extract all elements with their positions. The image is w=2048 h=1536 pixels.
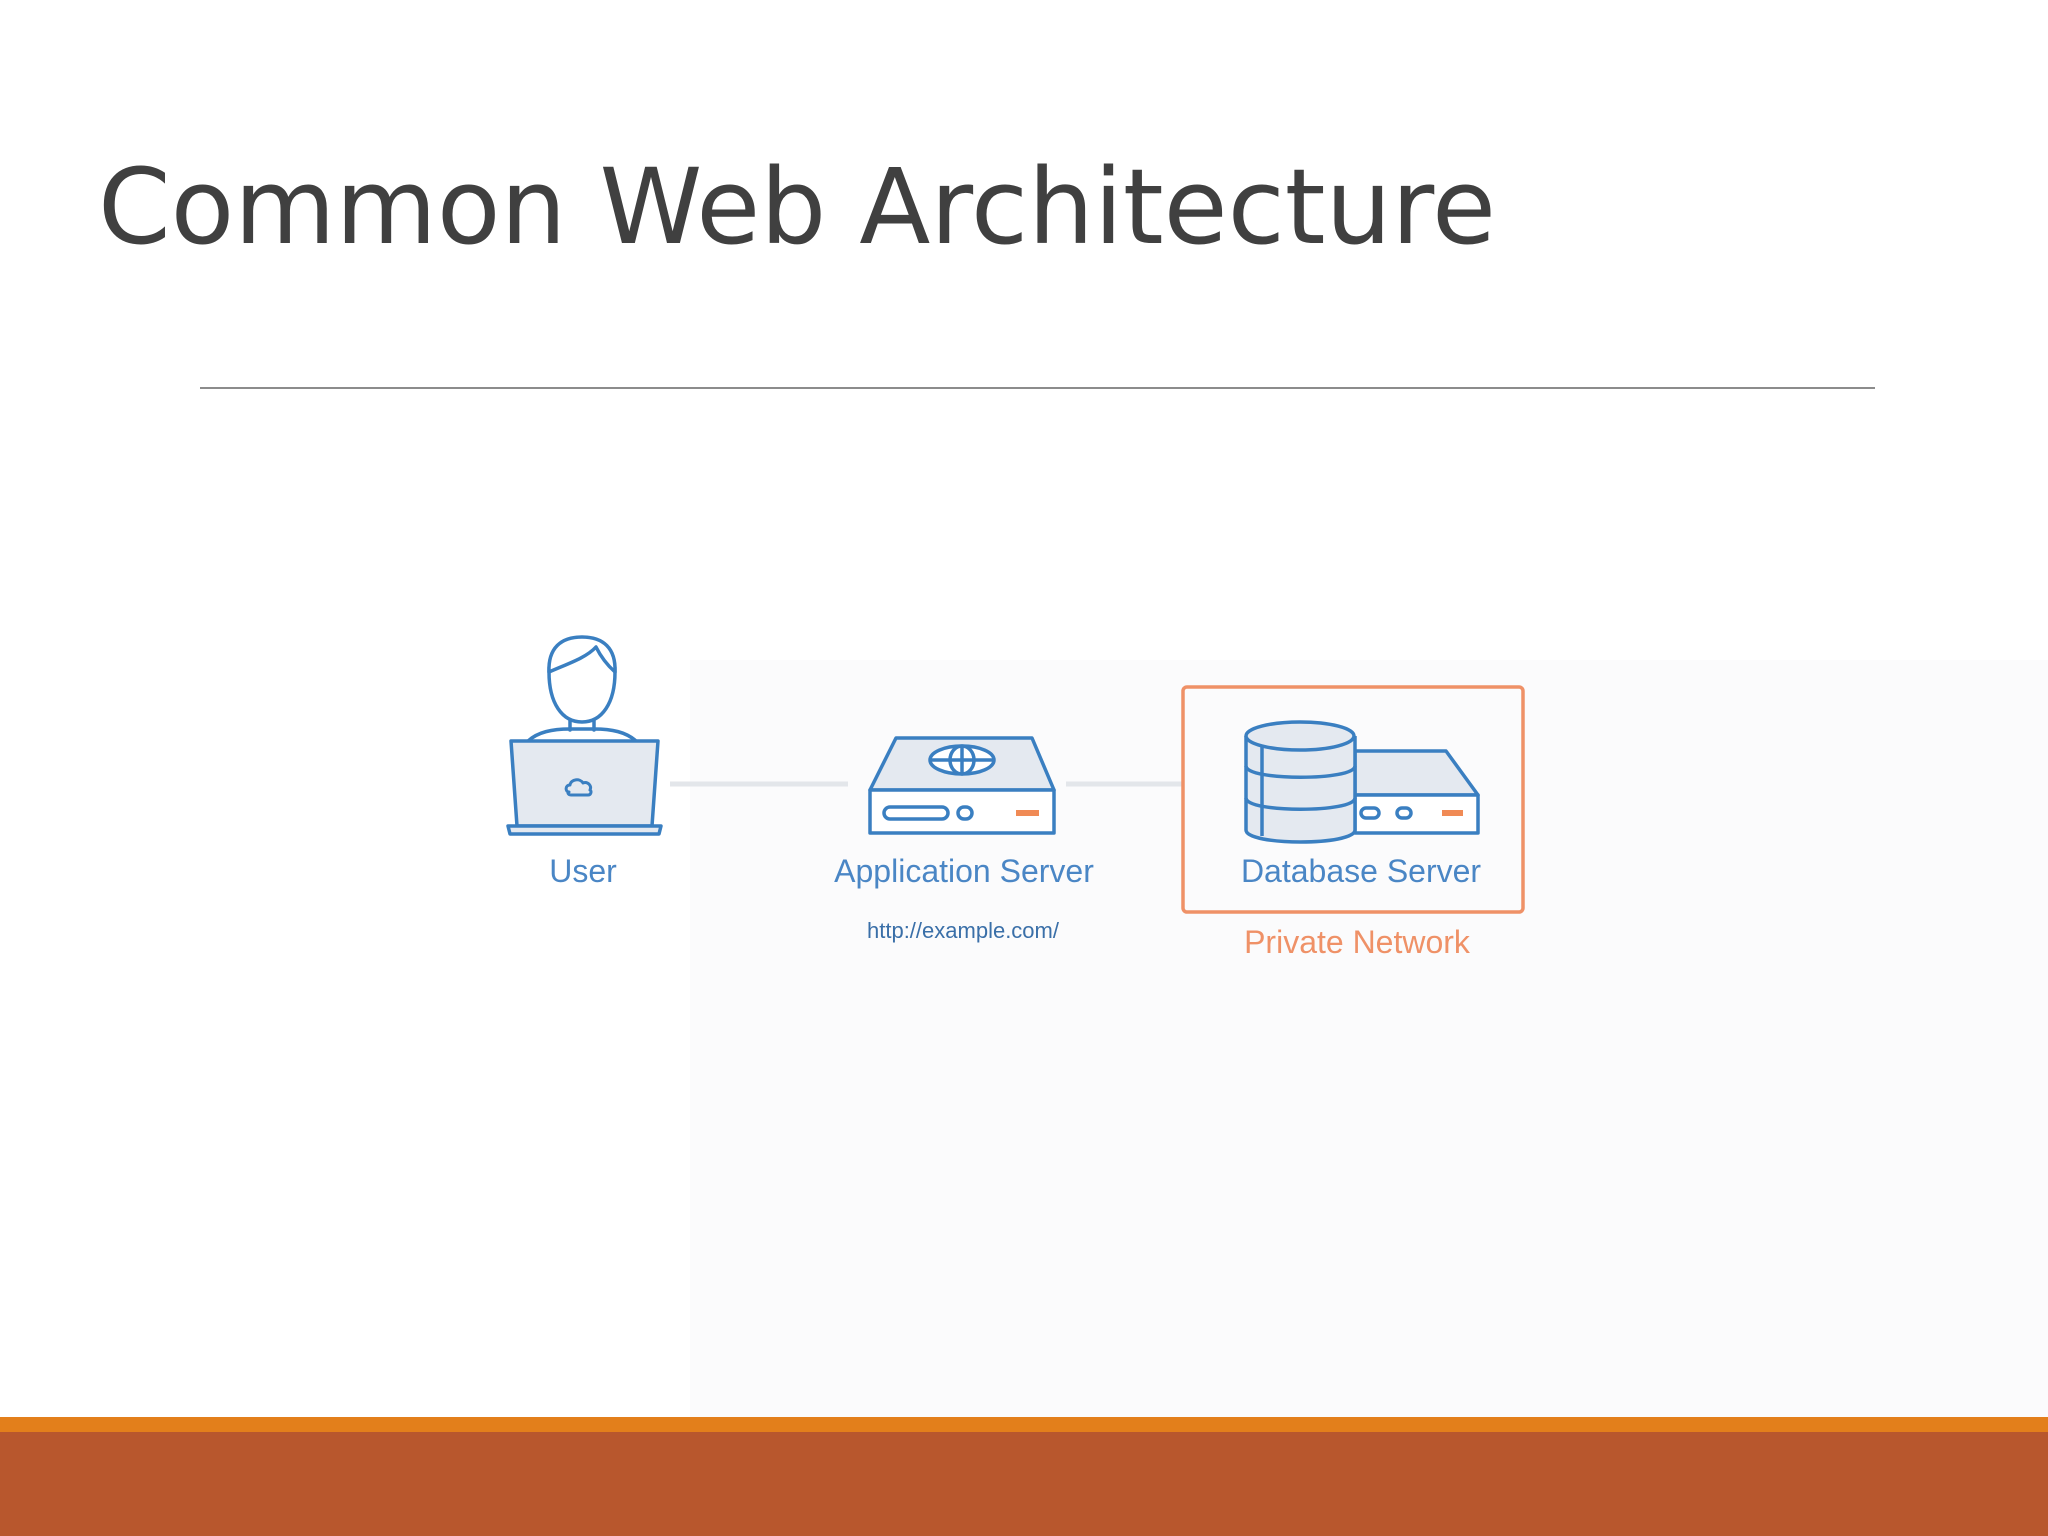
private-network-label: Private Network xyxy=(1244,924,1471,960)
user-laptop-icon xyxy=(506,635,663,836)
db-server-label: Database Server xyxy=(1241,853,1481,889)
slide-title: Common Web Architecture xyxy=(98,146,1496,268)
private-network-box xyxy=(1181,685,1525,914)
database-server-icon xyxy=(1244,720,1480,844)
title-divider xyxy=(200,387,1875,389)
app-server-label: Application Server xyxy=(834,853,1094,889)
app-server-url: http://example.com/ xyxy=(867,918,1060,943)
user-label: User xyxy=(549,853,617,889)
footer-bar xyxy=(0,1432,2048,1536)
footer-stripe xyxy=(0,1417,2048,1432)
web-server-icon xyxy=(868,736,1056,835)
